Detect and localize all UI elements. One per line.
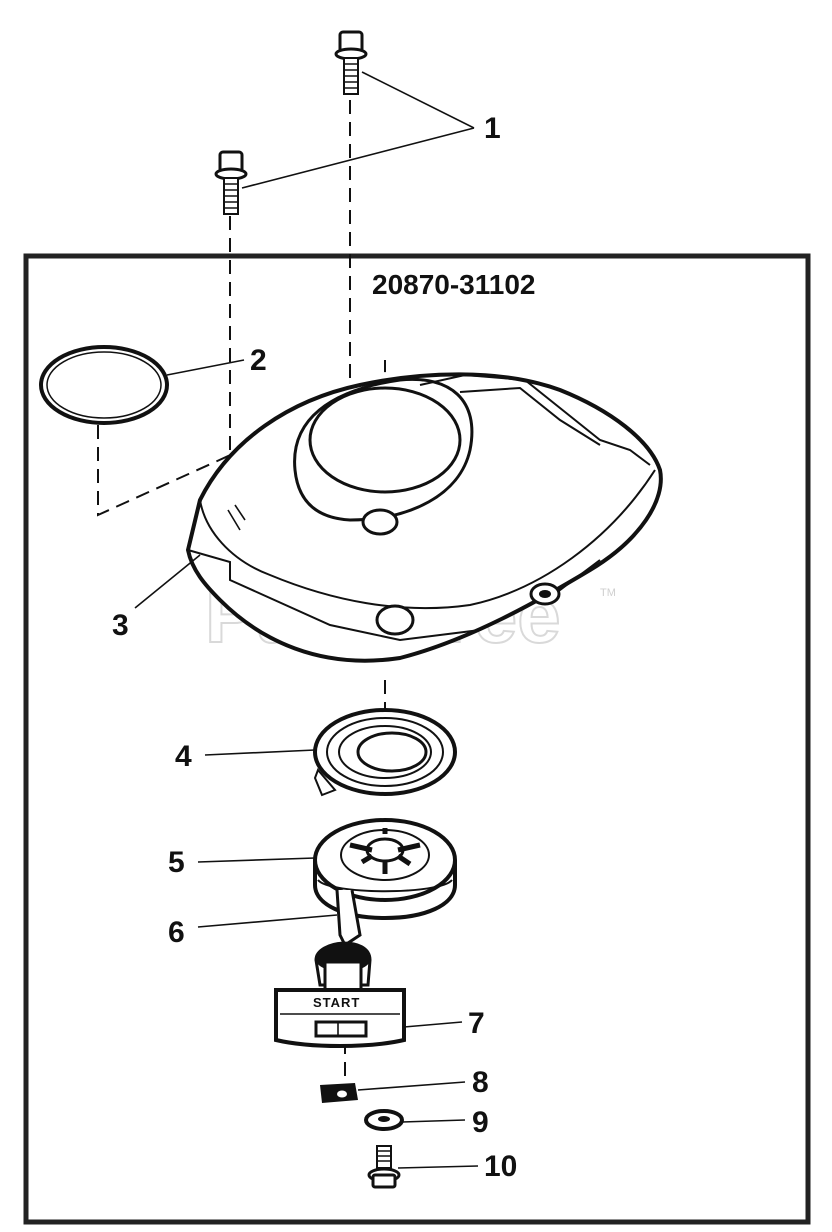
leader-1a — [361, 71, 475, 129]
leader-3 — [134, 554, 201, 609]
pulley-reel — [313, 818, 457, 921]
washer — [364, 1109, 404, 1131]
callout-1: 1 — [484, 112, 501, 145]
leader-7 — [403, 1021, 463, 1028]
leader-6 — [197, 914, 338, 928]
callout-7: 7 — [468, 1007, 485, 1040]
assembly-border — [23, 253, 811, 1225]
watermark-tm: TM — [600, 587, 616, 599]
start-handle — [274, 941, 406, 1048]
callout-4: 4 — [175, 740, 192, 773]
leader-9 — [401, 1119, 466, 1123]
callout-6: 6 — [168, 916, 185, 949]
callout-10: 10 — [484, 1150, 517, 1183]
callout-5: 5 — [168, 846, 185, 879]
leader-4 — [204, 749, 316, 756]
callout-3: 3 — [112, 609, 129, 642]
callout-8: 8 — [472, 1066, 489, 1099]
nut — [320, 1083, 358, 1103]
screw-right — [334, 30, 368, 95]
gasket-ring — [39, 345, 169, 425]
bolt — [367, 1145, 401, 1189]
start-label: START — [313, 995, 360, 1010]
leader-10 — [397, 1165, 479, 1169]
leader-8 — [357, 1081, 466, 1091]
recoil-spring — [313, 708, 457, 797]
callout-2: 2 — [250, 344, 267, 377]
leader-5 — [197, 857, 316, 863]
assembly-part-number: 20870-31102 — [372, 269, 536, 300]
callout-9: 9 — [472, 1106, 489, 1139]
starter-housing — [185, 372, 663, 663]
screw-left — [214, 150, 248, 215]
leader-1b — [241, 127, 475, 189]
leader-2 — [166, 359, 245, 376]
